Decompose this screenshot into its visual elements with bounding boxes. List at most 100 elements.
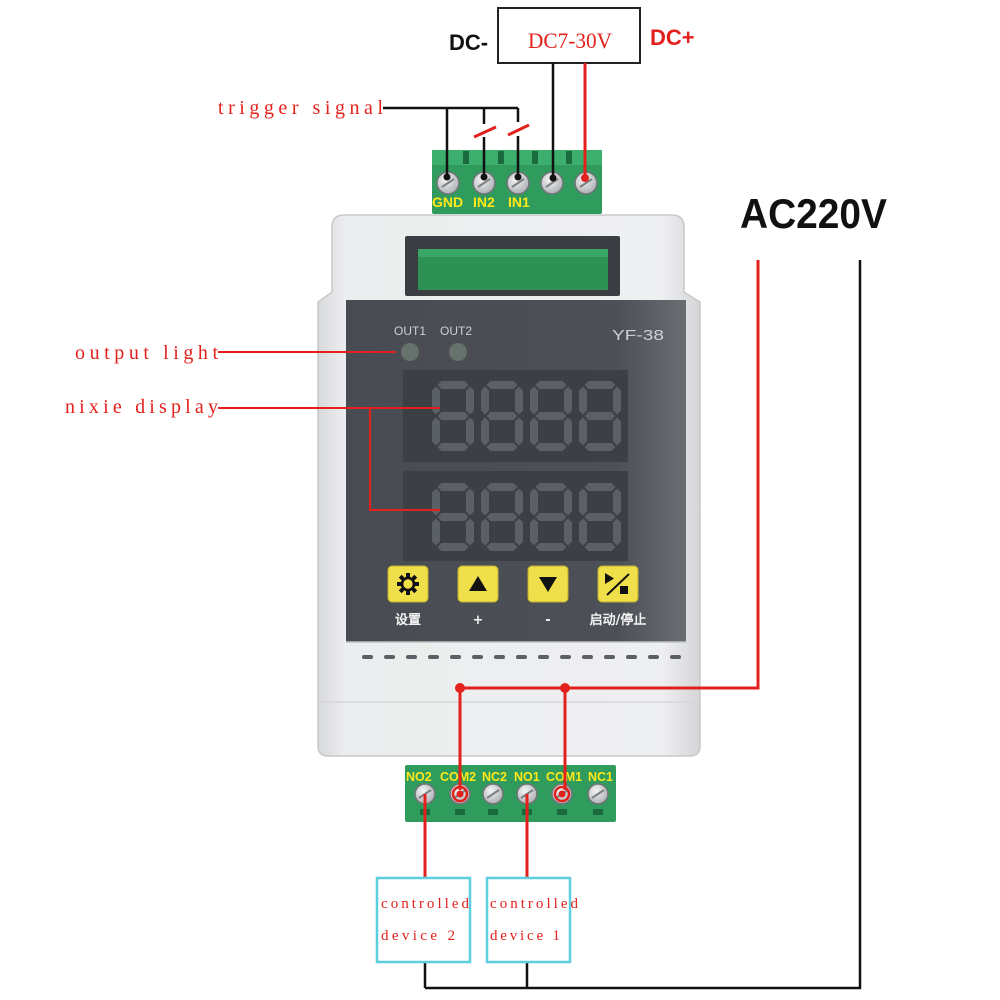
- output-terminal-block: NO2 COM2 NC2 NO1 COM1 NC1: [405, 765, 616, 822]
- vent-slot: [626, 655, 637, 659]
- ac220v-label: AC220V: [740, 190, 887, 237]
- ac-live-wire: [458, 260, 760, 790]
- input-block-slot: [463, 151, 469, 164]
- display-segment-b: [466, 488, 474, 516]
- display-segment-b: [564, 488, 572, 516]
- display-segment-d: [584, 543, 616, 551]
- seven-segment-digit: [432, 381, 474, 451]
- display-segment-g: [437, 513, 469, 521]
- out2-indicator-light: [449, 343, 467, 361]
- in2-terminal-label: IN2: [473, 194, 495, 210]
- display-segment-d: [535, 443, 567, 451]
- vent-slot: [560, 655, 571, 659]
- display-segment-a: [486, 381, 518, 389]
- display-segment-g: [584, 412, 616, 420]
- vent-row: [362, 655, 681, 659]
- display-segment-d: [437, 543, 469, 551]
- increase-button[interactable]: [457, 565, 499, 603]
- display-segment-e: [432, 518, 440, 546]
- com2-terminal-label: COM2: [440, 770, 476, 784]
- display-segment-g: [535, 412, 567, 420]
- display-segment-c: [515, 417, 523, 446]
- controlled-device-2-box: [375, 876, 472, 964]
- seven-segment-digit: [481, 483, 523, 551]
- display-segment-b: [613, 386, 621, 415]
- display-segment-a: [437, 381, 469, 389]
- nixie-display-leader-line: [218, 407, 440, 511]
- up-triangle-icon: [469, 576, 487, 591]
- gnd-wire-end-dot: [443, 173, 451, 181]
- seven-segment-digit: [481, 381, 523, 451]
- relay-module: OUT1 OUT2 YF-38: [317, 214, 701, 757]
- increase-button-label: +: [473, 613, 484, 628]
- display-segment-c: [466, 417, 474, 446]
- out1-indicator-light: [401, 343, 419, 361]
- display-segment-f: [432, 386, 440, 415]
- display-segment-f: [579, 488, 587, 516]
- com2-junction-dot: [455, 683, 465, 693]
- output-light-label: output light: [75, 342, 218, 364]
- gnd-terminal-label: GND: [432, 194, 463, 210]
- nc1-terminal-screw: [587, 783, 609, 815]
- display-segment-b: [515, 488, 523, 516]
- dc-plus-terminal-screw: [574, 171, 598, 195]
- vent-slot: [582, 655, 593, 659]
- dc-plus-label: DC+: [650, 25, 695, 50]
- dc-minus-wire-end-dot: [549, 174, 557, 182]
- down-triangle-icon: [539, 577, 557, 592]
- in1-terminal-label: IN1: [508, 194, 530, 210]
- display-segment-a: [437, 483, 469, 491]
- gear-icon: [397, 573, 419, 595]
- set-button-label: 设置: [395, 613, 421, 628]
- display-segment-e: [579, 417, 587, 446]
- vent-slot: [472, 655, 483, 659]
- display-segment-f: [579, 386, 587, 415]
- ac-neutral-wire: [423, 260, 862, 990]
- dc-power-supply: DC7-30V DC- DC+: [449, 7, 695, 64]
- display-segment-b: [613, 488, 621, 516]
- vent-slot: [450, 655, 461, 659]
- decrease-button[interactable]: [527, 565, 569, 603]
- com1-wire-terminal-dot: [558, 790, 566, 798]
- display-segment-g: [486, 412, 518, 420]
- display-segment-c: [515, 518, 523, 546]
- seven-segment-digit: [432, 483, 474, 551]
- display-segment-e: [579, 518, 587, 546]
- start-stop-button[interactable]: [597, 565, 639, 603]
- display-segment-g: [535, 513, 567, 521]
- set-button-body[interactable]: [387, 565, 429, 603]
- vent-slot: [516, 655, 527, 659]
- seven-segment-digit: [579, 483, 621, 551]
- in1-wire-end-dot: [514, 173, 522, 181]
- nc1-terminal-label: NC1: [588, 770, 613, 784]
- seven-segment-digit: [530, 483, 572, 551]
- display-segment-c: [466, 518, 474, 546]
- vent-slot: [384, 655, 395, 659]
- start-stop-button-label: 启动/停止: [590, 612, 647, 628]
- trigger-signal-wire: [383, 106, 520, 178]
- out2-label: OUT2: [440, 324, 472, 338]
- display-segment-b: [564, 386, 572, 415]
- upper-display-digits: [432, 381, 621, 451]
- start-stop-icon: [605, 573, 630, 596]
- display-segment-b: [466, 386, 474, 415]
- display-segment-d: [437, 443, 469, 451]
- vent-slot: [648, 655, 659, 659]
- display-segment-g: [437, 412, 469, 420]
- display-segment-c: [613, 518, 621, 546]
- display-segment-c: [564, 417, 572, 446]
- set-button[interactable]: [387, 565, 429, 603]
- seven-segment-digit: [530, 381, 572, 451]
- display-segment-d: [486, 543, 518, 551]
- nixie-display-label: nixie display: [65, 396, 218, 418]
- display-segment-d: [584, 443, 616, 451]
- controlled-device-1: controlled device 1: [485, 876, 579, 964]
- display-segment-f: [481, 488, 489, 516]
- display-segment-a: [584, 483, 616, 491]
- controlled-device-1-box: [485, 876, 572, 964]
- display-segment-a: [486, 483, 518, 491]
- lower-display-digits: [432, 483, 621, 551]
- vent-slot: [494, 655, 505, 659]
- output-block-body: [405, 765, 616, 822]
